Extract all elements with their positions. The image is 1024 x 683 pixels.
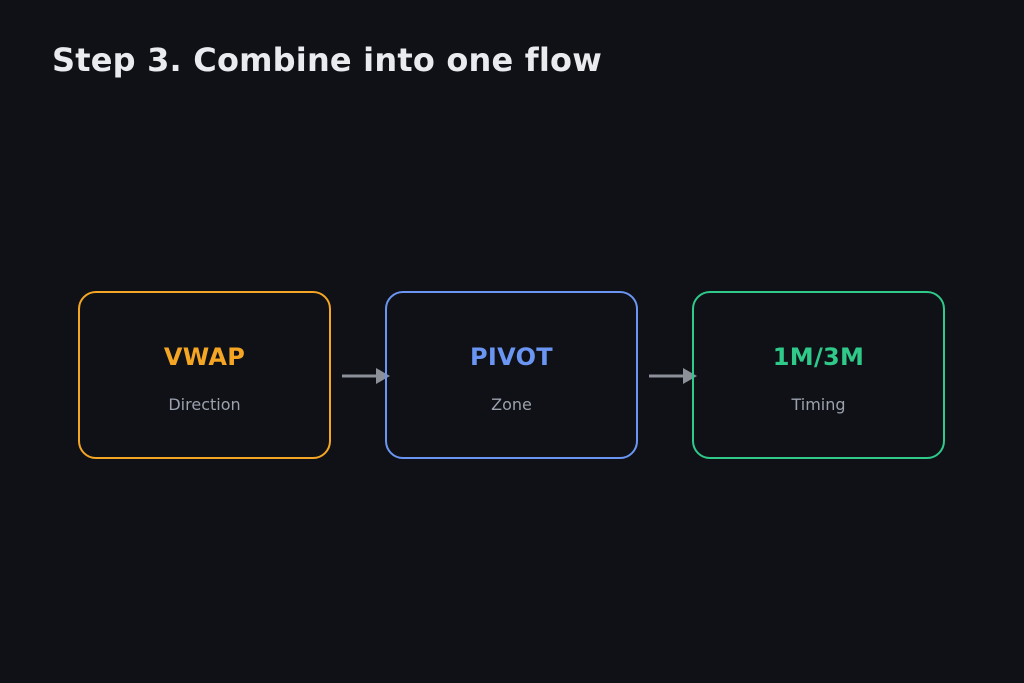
node-pivot-label: PIVOT — [470, 343, 553, 371]
node-timing-sublabel: Timing — [791, 395, 846, 414]
node-pivot: PIVOT Zone — [385, 291, 638, 459]
arrow-head — [683, 368, 697, 384]
node-vwap: VWAP Direction — [78, 291, 331, 459]
node-vwap-label: VWAP — [163, 343, 246, 371]
page-title: Step 3. Combine into one flow — [52, 41, 602, 79]
arrow-head — [376, 368, 390, 384]
node-timing: 1M/3M Timing — [692, 291, 945, 459]
node-pivot-sublabel: Zone — [491, 395, 532, 414]
node-vwap-sublabel: Direction — [168, 395, 241, 414]
arrow-vwap-to-pivot — [342, 368, 390, 384]
arrow-pivot-to-timing — [649, 368, 697, 384]
node-timing-label: 1M/3M — [772, 343, 865, 371]
